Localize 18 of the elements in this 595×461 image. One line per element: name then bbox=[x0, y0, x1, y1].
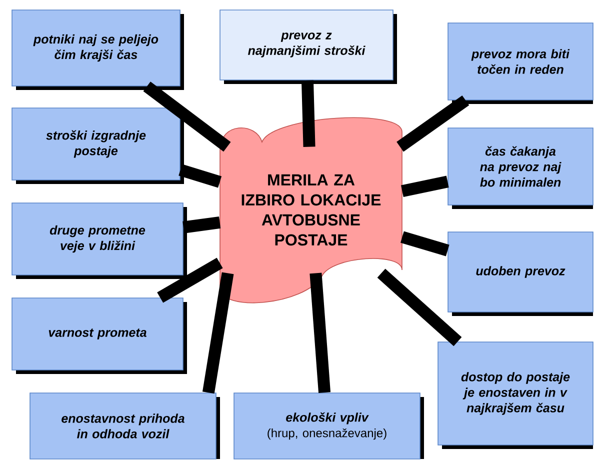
criterion-box: prevoz z najmanjšimi stroški bbox=[220, 10, 397, 84]
criterion-box: dostop do postaje je enostaven in v najkrajšem času bbox=[438, 342, 594, 449]
criterion-box: prevoz mora biti točen in reden bbox=[448, 22, 594, 104]
criterion-box: enostavnost prihoda in odhoda vozil bbox=[30, 392, 220, 460]
criterion-box: varnost prometa bbox=[12, 298, 187, 374]
criterion-box: čas čakanja na prevoz naj bo minimalen bbox=[448, 128, 594, 209]
connector-band bbox=[400, 176, 449, 197]
connector-band bbox=[396, 96, 470, 152]
connector-band bbox=[310, 272, 331, 394]
connector-band bbox=[202, 272, 234, 394]
criterion-box: stroški izgradnje postaje bbox=[12, 108, 184, 184]
connector-band bbox=[377, 268, 462, 346]
connector-band bbox=[400, 231, 450, 256]
criterion-box: udoben prevoz bbox=[448, 232, 594, 316]
criterion-box: potniki naj se peljejo čim krajši čas bbox=[12, 10, 184, 90]
criterion-box: ekološki vpliv (hrup, onesnaževanje) bbox=[234, 392, 424, 460]
connector-band bbox=[301, 80, 316, 147]
criterion-box: druge prometne veje v bližini bbox=[12, 202, 187, 279]
